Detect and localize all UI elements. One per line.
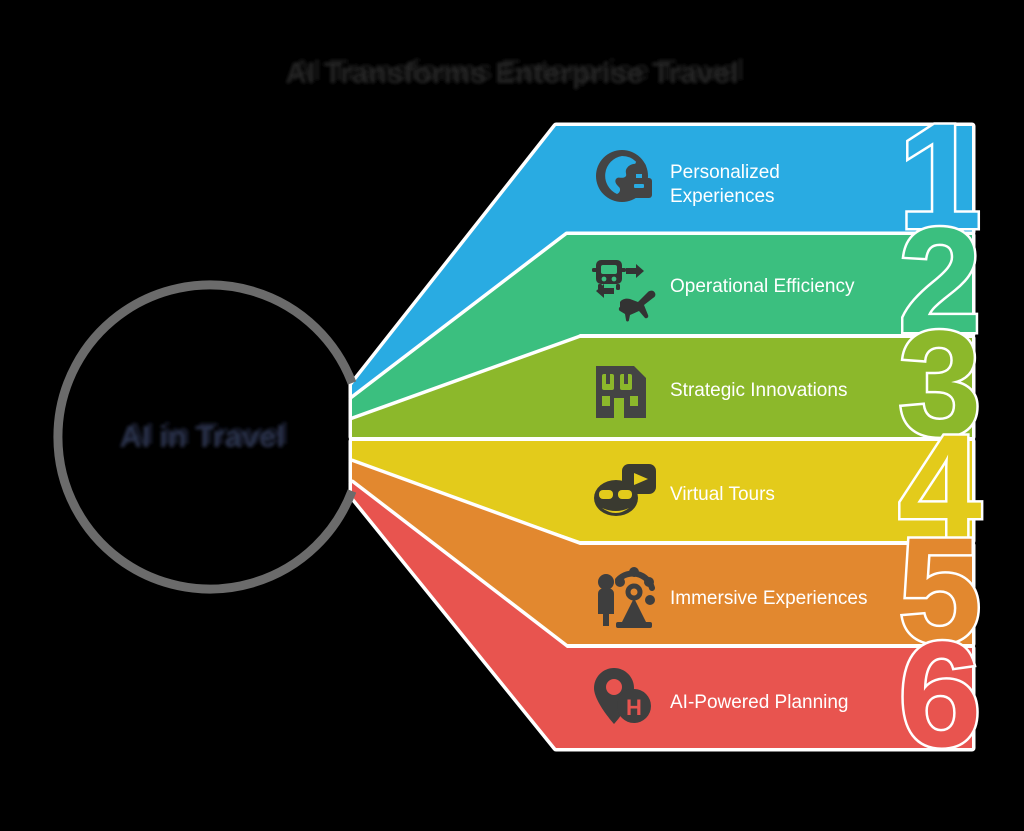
step-number-3: 3	[898, 299, 981, 467]
funnel-band-3-label: Strategic Innovations	[670, 380, 847, 401]
funnel-band-4-label: Virtual Tours	[670, 484, 775, 505]
map-pin-hotel-icon: H	[594, 668, 651, 724]
step-number-6: 6	[898, 610, 981, 778]
svg-text:H: H	[626, 695, 642, 720]
funnel-band-6-label: AI-Powered Planning	[670, 692, 849, 713]
step-number-1: 1	[898, 92, 981, 260]
hub-label-text-ghost: AI in Travel	[123, 416, 288, 451]
hub-label-text: AI in Travel	[119, 419, 284, 454]
funnel-band-2-label: Operational Efficiency	[670, 276, 855, 297]
funnel-band-3-shape[interactable]	[352, 338, 972, 437]
step-number-4: 4	[898, 403, 981, 571]
funnel-band-1-label-line1: Personalized	[670, 162, 780, 183]
funnel-band-1-label-line2: Experiences	[670, 186, 775, 207]
funnel-band-4-shape[interactable]	[352, 441, 972, 541]
hub-ring	[53, 280, 357, 594]
funnel-band-1-shape[interactable]	[352, 126, 972, 398]
funnel-band-6-shape[interactable]	[352, 483, 972, 748]
hub-label: AI in Travel AI in Travel	[119, 416, 288, 454]
hotel-building-icon	[596, 366, 646, 418]
page-title: AI Transforms Enterprise Travel AI Trans…	[285, 54, 745, 90]
vr-headset-video-icon	[594, 464, 656, 516]
funnel-band-3[interactable]	[348, 334, 976, 441]
ferris-wheel-person-icon	[598, 567, 655, 628]
funnel-band-4[interactable]	[348, 437, 976, 545]
page-title-text-layer-b: AI Transforms Enterprise Travel	[291, 54, 745, 87]
train-plane-icon	[592, 260, 656, 322]
hub-circle[interactable]	[53, 280, 357, 594]
globe-briefcase-icon	[596, 150, 652, 202]
step-number-2: 2	[898, 196, 981, 364]
step-number-5: 5	[898, 506, 981, 674]
funnel-band-5-label: Immersive Experiences	[670, 588, 867, 609]
page-title-text-layer-a: AI Transforms Enterprise Travel	[285, 57, 739, 90]
